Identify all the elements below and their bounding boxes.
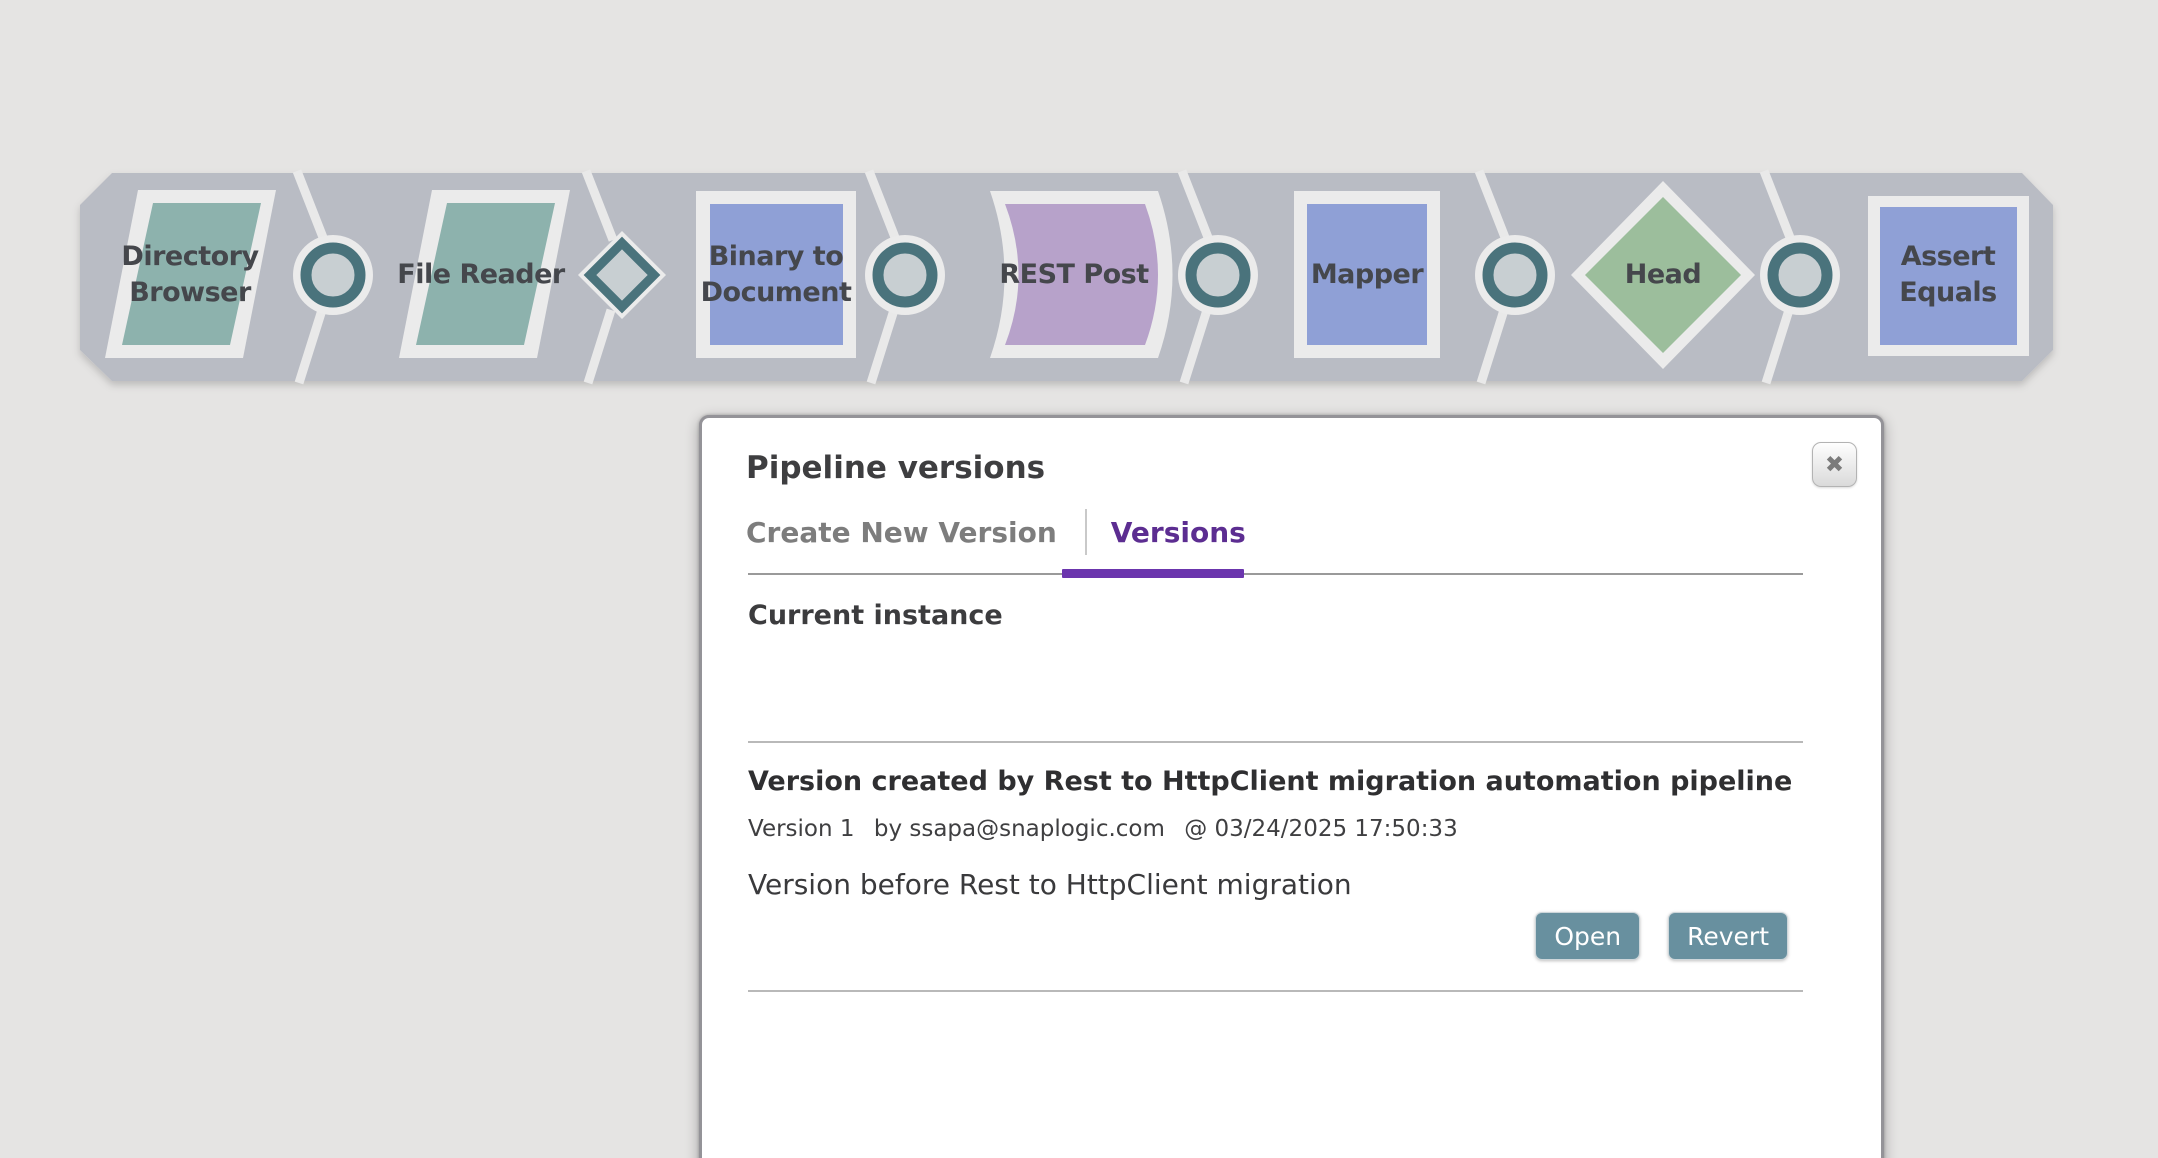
version-entry-meta: Version 1 by ssapa@snaplogic.com @ 03/24…: [748, 816, 1470, 842]
pipeline-versions-dialog: Pipeline versions ✖ Create New Version V…: [699, 415, 1884, 1158]
snap-separators: [292, 169, 1796, 385]
snap-binary-to-document[interactable]: [696, 191, 856, 358]
snap-file-reader[interactable]: [399, 190, 570, 358]
active-tab-indicator: [1062, 569, 1244, 578]
dialog-tabs: Create New Version Versions: [746, 504, 1246, 560]
close-icon: ✖: [1824, 451, 1845, 478]
tab-versions[interactable]: Versions: [1110, 515, 1246, 549]
version-author: by ssapa@snaplogic.com: [873, 816, 1165, 842]
open-button[interactable]: Open: [1535, 912, 1641, 960]
document-connector-icon: [1760, 235, 1840, 315]
version-entry-title: Version created by Rest to HttpClient mi…: [748, 766, 1793, 797]
tab-create-new-version[interactable]: Create New Version: [746, 515, 1057, 549]
snap-directory-browser[interactable]: [105, 190, 276, 358]
tab-separator: [1084, 509, 1087, 555]
version-entry-description: Version before Rest to HttpClient migrat…: [748, 868, 1352, 901]
document-connector-icon: [865, 235, 945, 315]
current-instance-heading: Current instance: [748, 600, 1003, 631]
section-divider: [748, 990, 1803, 992]
document-connector-icon: [293, 235, 373, 315]
close-button[interactable]: ✖: [1812, 442, 1857, 487]
snap-rest-post[interactable]: [990, 191, 1173, 358]
section-divider: [748, 741, 1803, 743]
pipeline-canvas: [80, 169, 2053, 385]
document-connector-icon: [1178, 235, 1258, 315]
version-number: Version 1: [748, 816, 855, 842]
version-entry-actions: Open Revert: [748, 912, 1788, 960]
document-connector-icon: [1475, 235, 1555, 315]
snap-head[interactable]: [1571, 181, 1755, 369]
revert-button[interactable]: Revert: [1668, 912, 1788, 960]
version-timestamp: @ 03/24/2025 17:50:33: [1184, 816, 1458, 842]
snap-mapper[interactable]: [1294, 191, 1440, 358]
tabs-baseline: [748, 573, 1803, 575]
binary-connector-icon: [578, 231, 666, 319]
dialog-title: Pipeline versions: [746, 450, 1046, 486]
snap-assert-equals[interactable]: [1868, 196, 2029, 356]
